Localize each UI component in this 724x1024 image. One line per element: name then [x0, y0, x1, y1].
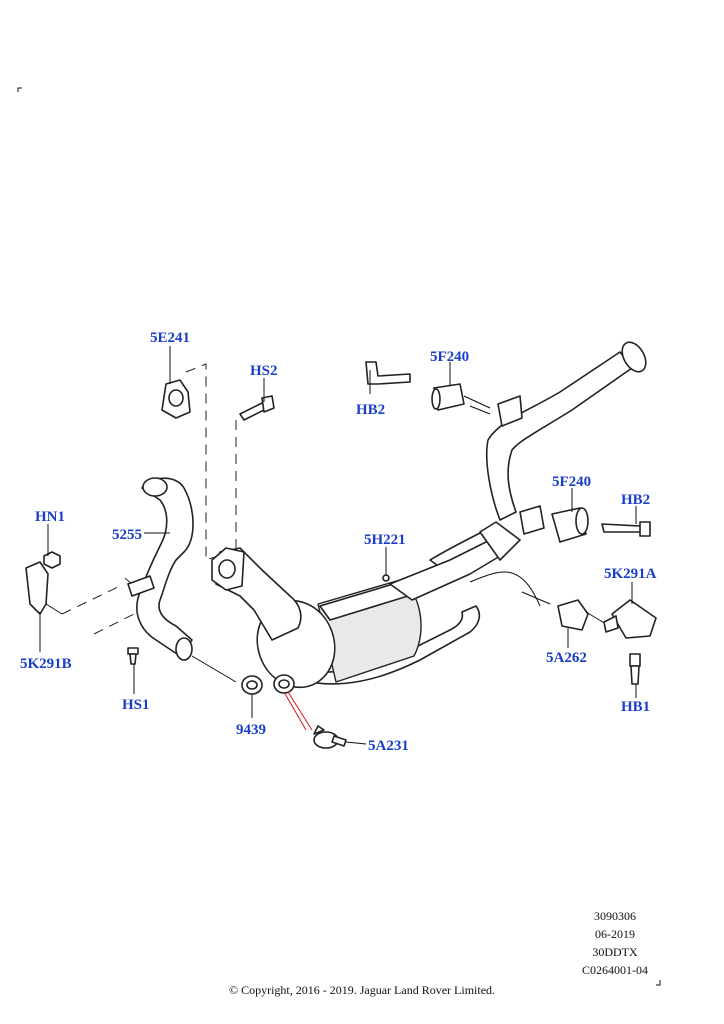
isolator-5F240-right	[519, 505, 651, 543]
gasket-5E241	[161, 379, 191, 419]
gasket-9439	[191, 655, 295, 695]
callout-HN1[interactable]: HN1	[35, 509, 65, 525]
bracket-5K291B	[25, 561, 63, 615]
corner-mark-top-left	[17, 87, 22, 92]
leader-lines	[39, 346, 637, 745]
clamp-5A231	[313, 725, 347, 749]
callout-HS2[interactable]: HS2	[250, 363, 278, 379]
nut-HN1	[43, 551, 61, 569]
catalyst-5H221	[256, 521, 521, 689]
downpipe-5255	[127, 477, 194, 661]
stud-HS2	[239, 395, 275, 421]
callout-5255[interactable]: 5255	[112, 527, 142, 543]
reference-illustration-code: C0264001-04	[582, 963, 648, 977]
callout-HS1[interactable]: HS1	[122, 697, 150, 713]
callout-5H221[interactable]: 5H221	[364, 532, 406, 548]
reference-block: 3090306 06-2019 30DDTX C0264001-04	[570, 907, 660, 979]
callout-HB2-top[interactable]: HB2	[356, 402, 385, 418]
callout-HB1[interactable]: HB1	[621, 699, 650, 715]
callout-5A262[interactable]: 5A262	[546, 650, 587, 666]
callout-5F240-right[interactable]: 5F240	[552, 474, 591, 490]
callout-5A231[interactable]: 5A231	[368, 738, 409, 754]
callout-5K291B[interactable]: 5K291B	[20, 656, 72, 672]
copyright-notice: © Copyright, 2016 - 2019. Jaguar Land Ro…	[228, 983, 496, 997]
reference-date: 06-2019	[595, 927, 635, 941]
callout-HB2-right[interactable]: HB2	[621, 492, 650, 508]
bolt-HB1	[629, 653, 641, 685]
rear-pipe	[469, 341, 647, 521]
bolt-HB2-top	[365, 361, 411, 385]
callout-5F240-top[interactable]: 5F240	[430, 349, 469, 365]
callout-5K291A[interactable]: 5K291A	[604, 566, 657, 582]
reference-number: 3090306	[594, 909, 636, 923]
stud-HS1	[127, 647, 139, 665]
callout-9439[interactable]: 9439	[236, 722, 266, 738]
elbow-flange	[211, 547, 302, 641]
reference-model: 30DDTX	[592, 945, 638, 959]
bracket-5K291A	[603, 599, 657, 639]
callout-5E241[interactable]: 5E241	[150, 330, 190, 346]
isolator-5F240-top	[431, 383, 491, 411]
hanger-5A262	[521, 591, 607, 631]
corner-mark-bottom-right	[656, 980, 661, 986]
